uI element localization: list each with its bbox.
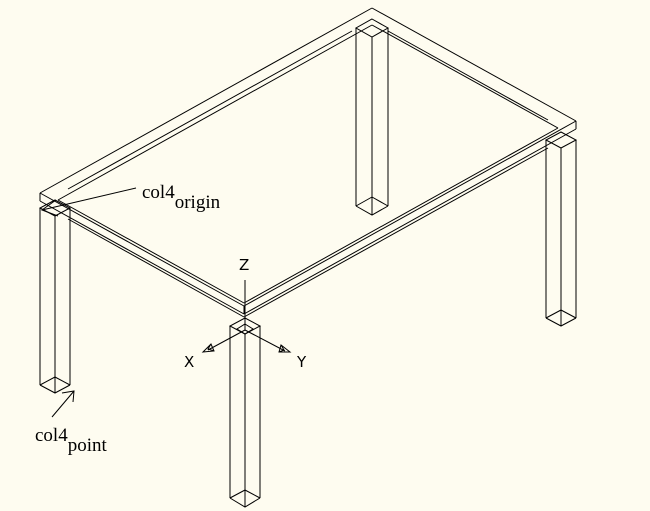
point-arrow <box>51 390 75 418</box>
leg-back <box>354 18 390 216</box>
col4-point-label: col4point <box>35 425 107 455</box>
col4-origin-label: col4origin <box>142 182 220 212</box>
col4-origin-main: col4 <box>142 182 175 203</box>
axis-y-label: Y <box>297 353 307 371</box>
axis-z-label: Z <box>239 256 250 274</box>
origin-arrow <box>40 187 137 217</box>
leg-left-col4 <box>38 199 72 394</box>
col4-point-subscript: point <box>67 435 107 456</box>
col4-origin-subscript: origin <box>174 192 221 213</box>
col4-point-main: col4 <box>35 425 68 446</box>
tabletop-frame <box>39 7 577 318</box>
ucs-axis-icon <box>201 280 292 353</box>
leg-front <box>228 317 262 508</box>
leg-right <box>544 131 578 327</box>
axis-x-label: X <box>184 353 195 371</box>
